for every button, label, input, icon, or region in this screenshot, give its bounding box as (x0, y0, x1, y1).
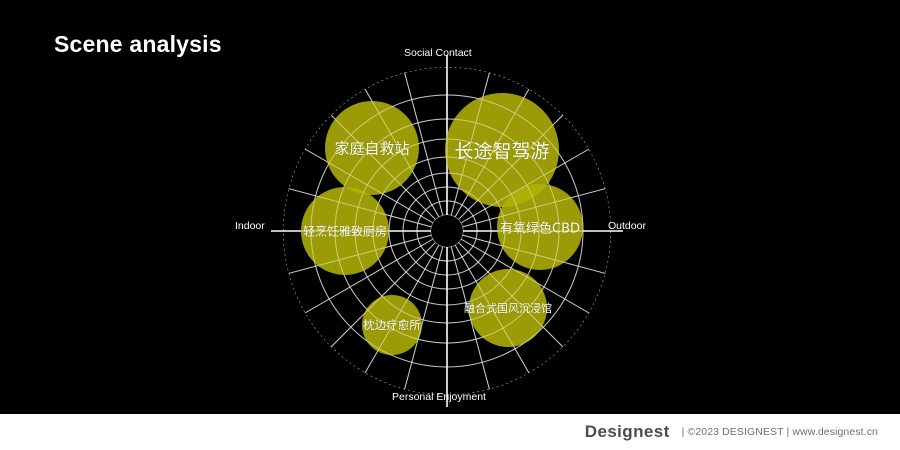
grid-spoke-overlay (288, 234, 432, 274)
bubble-4 (497, 184, 583, 270)
grid-spoke (404, 72, 444, 216)
grid-spoke-overlay (364, 244, 440, 374)
grid-spoke-overlay (457, 241, 564, 348)
page-title: Scene analysis (54, 31, 222, 57)
bubble-2 (445, 93, 559, 207)
grid-spoke-overlay (304, 238, 434, 314)
axis-label-outdoor: Outdoor (608, 220, 646, 232)
grid-spoke-overlay (462, 188, 606, 228)
axis-label-indoor: Indoor (235, 220, 265, 232)
grid-spoke (330, 241, 437, 348)
grid-spoke-overlay (460, 238, 590, 314)
grid-spoke-overlay (330, 114, 437, 221)
grid-ring-overlay (334, 118, 560, 344)
grid-spoke-overlay (450, 72, 490, 216)
grid-spoke-overlay (330, 241, 437, 348)
grid-spoke-overlay (462, 234, 606, 274)
grid-spoke-overlay (457, 114, 564, 221)
chart-svg (271, 55, 623, 407)
grid-ring-overlay (354, 138, 540, 324)
grid-spoke-overlay (404, 246, 444, 390)
grid-spoke-overlay (288, 188, 432, 228)
grid-spoke-overlay (404, 72, 444, 216)
footer-brand: Designest (584, 422, 670, 441)
axis-label-social-contact: Social Contact (404, 47, 472, 59)
grid-ring-overlay (310, 94, 584, 368)
bubble-3 (301, 187, 389, 275)
grid-ring-overlay (372, 156, 522, 306)
grid-spoke (404, 246, 444, 390)
bubble-layer (301, 93, 583, 355)
grid-spoke-overlay (304, 148, 434, 224)
bubble-5 (469, 269, 547, 347)
footer-meta: | ©2023 DESIGNEST | www.designest.cn (681, 426, 878, 438)
grid-spoke-overlay (364, 88, 440, 218)
grid-ring-overlay (388, 172, 506, 290)
grid-spoke (304, 238, 434, 314)
polar-bubble-chart: Social Contact Personal Enjoyment Indoor… (235, 47, 646, 407)
chart-center-hub (431, 215, 463, 247)
grid-spoke-overlay (450, 246, 490, 390)
bubble-1 (325, 101, 419, 195)
grid-spoke-overlay (460, 148, 590, 224)
grid-spoke-overlay (454, 88, 530, 218)
slide-footer: Designest | ©2023 DESIGNEST | www.design… (0, 414, 900, 450)
bubble-6 (362, 295, 422, 355)
grid-ring-overlay (402, 186, 492, 276)
grid-ring-overlay (416, 200, 478, 262)
axis-label-personal-enjoyment: Personal Enjoyment (392, 391, 486, 403)
grid-spoke-overlay (454, 244, 530, 374)
